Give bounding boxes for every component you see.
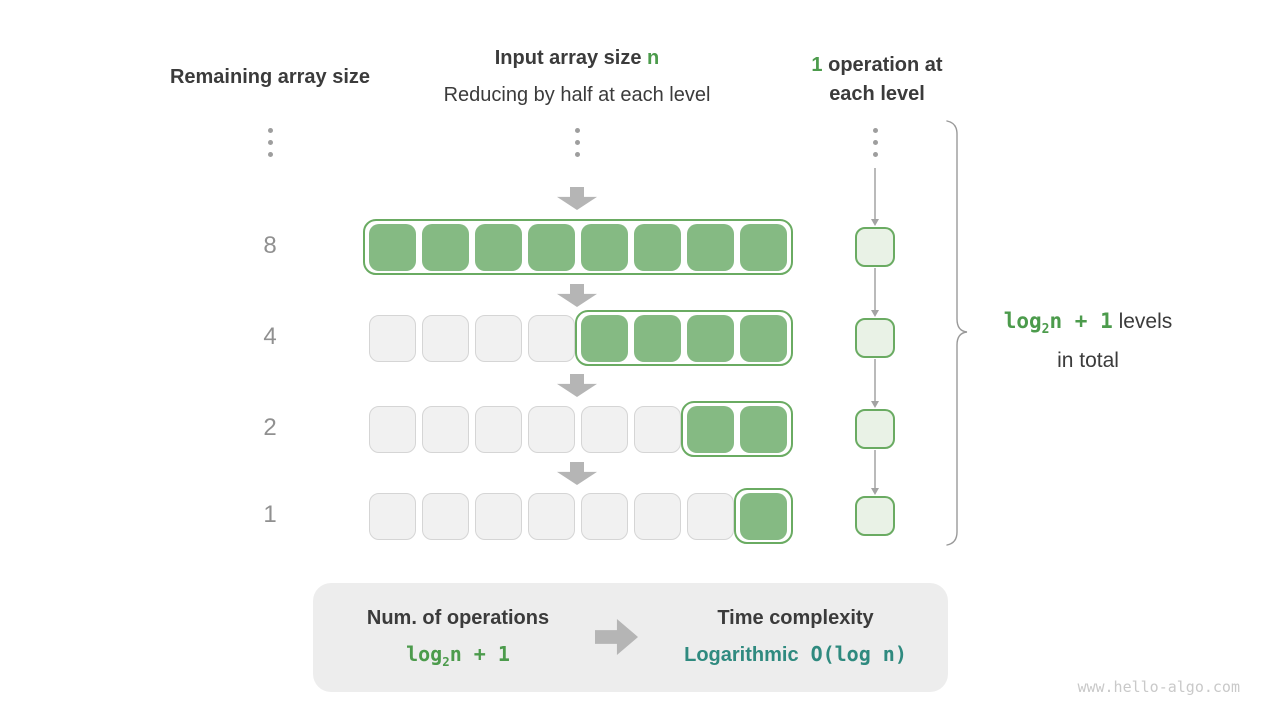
array-cell-gray	[369, 314, 416, 362]
header-operation-line2: each level	[829, 83, 925, 105]
remaining-size-label: 1	[263, 501, 277, 528]
array-cell-green	[634, 314, 681, 362]
array-cell-green	[581, 314, 628, 362]
array-cell-gray	[687, 492, 734, 540]
time-complexity-title: Time complexity	[717, 607, 874, 629]
flow-arrowhead-icon	[871, 488, 879, 495]
flow-arrowhead-icon	[871, 401, 879, 408]
array-cell-gray	[581, 405, 628, 453]
one-accent: 1	[811, 54, 823, 76]
array-cell-green	[687, 314, 734, 362]
active-subarray-outline	[363, 219, 793, 275]
watermark: www.hello-algo.com	[1077, 678, 1240, 696]
array-cell-green	[475, 223, 522, 271]
down-arrow-icon	[557, 374, 597, 397]
array-cell-gray	[422, 314, 469, 362]
array-cell-gray	[422, 492, 469, 540]
array-cell-gray	[369, 492, 416, 540]
active-subarray-outline	[575, 310, 793, 366]
log-formula: log2n + 1	[1003, 309, 1113, 338]
ellipsis-dots-middle	[575, 128, 580, 164]
flow-arrowhead-icon	[871, 310, 879, 317]
array-cell-gray	[528, 492, 575, 540]
remaining-size-label: 2	[263, 414, 277, 441]
array-cell-green	[740, 492, 787, 540]
array-cell-green	[740, 314, 787, 362]
operation-box	[855, 227, 895, 267]
header-reducing-subtitle: Reducing by half at each level	[443, 84, 711, 106]
array-cell-green	[581, 223, 628, 271]
levels-total-label: log2n + 1 levels in total	[988, 306, 1188, 376]
array-cell-green	[528, 223, 575, 271]
time-complexity-value: Logarithmic O(log n)	[658, 642, 933, 667]
logarithmic-word: Logarithmic	[684, 644, 799, 666]
array-cell-green	[740, 405, 787, 453]
operation-box	[855, 409, 895, 449]
active-subarray-outline	[681, 401, 793, 457]
array-cell-gray	[475, 405, 522, 453]
array-cell-green	[369, 223, 416, 271]
summary-box: Num. of operations log2n + 1 Time comple…	[313, 583, 948, 692]
array-cell-gray	[634, 405, 681, 453]
array-cell-gray	[528, 405, 575, 453]
big-o-code: O(log n)	[810, 642, 907, 666]
array-cell-green	[422, 223, 469, 271]
in-total-text: in total	[1057, 349, 1119, 373]
brace-bracket	[946, 120, 968, 546]
array-cell-gray	[528, 314, 575, 362]
active-subarray-outline	[734, 488, 793, 544]
array-cell-green	[740, 223, 787, 271]
array-cell-gray	[581, 492, 628, 540]
down-arrow-icon	[557, 284, 597, 307]
header-operation-line1: operation at	[822, 54, 943, 76]
array-cell-green	[687, 223, 734, 271]
header-input-array-size-text: Input array size	[494, 47, 648, 69]
array-cell-gray	[475, 492, 522, 540]
remaining-size-label: 8	[263, 232, 277, 259]
array-cell-gray	[422, 405, 469, 453]
time-complexity-block: Time complexity Logarithmic O(log n)	[658, 607, 933, 667]
operation-box	[855, 496, 895, 536]
down-arrow-icon	[557, 462, 597, 485]
header-operations-per-level: 1 operation at each level	[777, 51, 977, 109]
right-arrow-icon	[595, 619, 638, 655]
ellipsis-dots-right	[873, 128, 878, 164]
flow-arrowhead-icon	[871, 219, 879, 226]
remaining-size-label: 4	[263, 323, 277, 350]
num-operations-formula: log2n + 1	[406, 642, 510, 669]
operation-box	[855, 318, 895, 358]
num-operations-title: Num. of operations	[366, 607, 550, 629]
header-remaining-array-size: Remaining array size	[169, 66, 371, 88]
array-cell-gray	[634, 492, 681, 540]
array-cell-green	[687, 405, 734, 453]
n-accent: n	[647, 47, 660, 69]
header-input-array-size: Input array size n	[427, 47, 727, 70]
levels-text: levels	[1112, 310, 1173, 333]
array-cell-gray	[475, 314, 522, 362]
array-cell-gray	[369, 405, 416, 453]
ellipsis-dots-left	[268, 128, 273, 164]
down-arrow-icon	[557, 187, 597, 210]
num-operations-block: Num. of operations log2n + 1	[333, 607, 583, 669]
array-cell-green	[634, 223, 681, 271]
